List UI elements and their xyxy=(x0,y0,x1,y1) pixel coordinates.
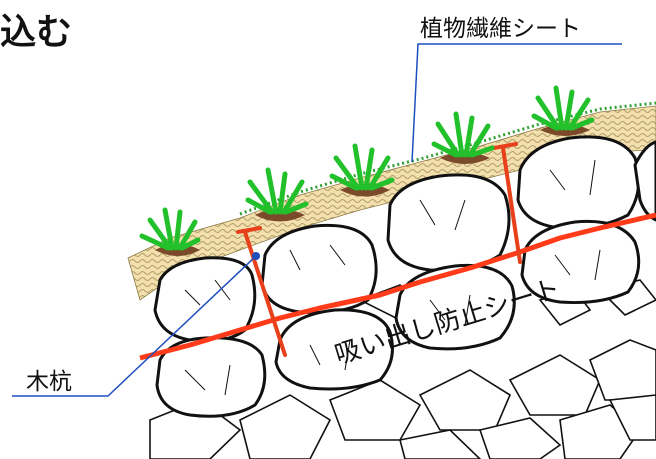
wooden-stake-label: 木杭 xyxy=(26,369,72,395)
stake-marker-dot xyxy=(252,252,260,260)
grass-tuft-5 xyxy=(531,85,595,131)
grass-tuft-4 xyxy=(431,111,495,158)
grass-tufts xyxy=(139,85,595,251)
wooden-stake-left-head xyxy=(236,226,262,234)
stone-crack-marks xyxy=(184,159,601,396)
plant-fiber-sheet-label: 植物繊維シート xyxy=(420,16,581,42)
suction-prevention-sheet-line xyxy=(139,212,656,361)
grass-tuft-2 xyxy=(245,167,309,215)
page-title: 込む xyxy=(0,12,72,53)
callout-lines xyxy=(12,43,622,397)
wooden-stake-right xyxy=(501,146,522,264)
grass-tuft-3 xyxy=(329,143,395,191)
wooden-stake-callout-line xyxy=(12,255,257,397)
wooden-stake-left xyxy=(243,230,287,357)
grass-tuft-1 xyxy=(139,207,201,251)
plant-fiber-sheet-callout-line xyxy=(411,43,622,163)
fiber-mat-layer xyxy=(127,105,656,301)
wooden-stake-right-head xyxy=(492,142,518,150)
wooden-stakes xyxy=(236,142,522,357)
